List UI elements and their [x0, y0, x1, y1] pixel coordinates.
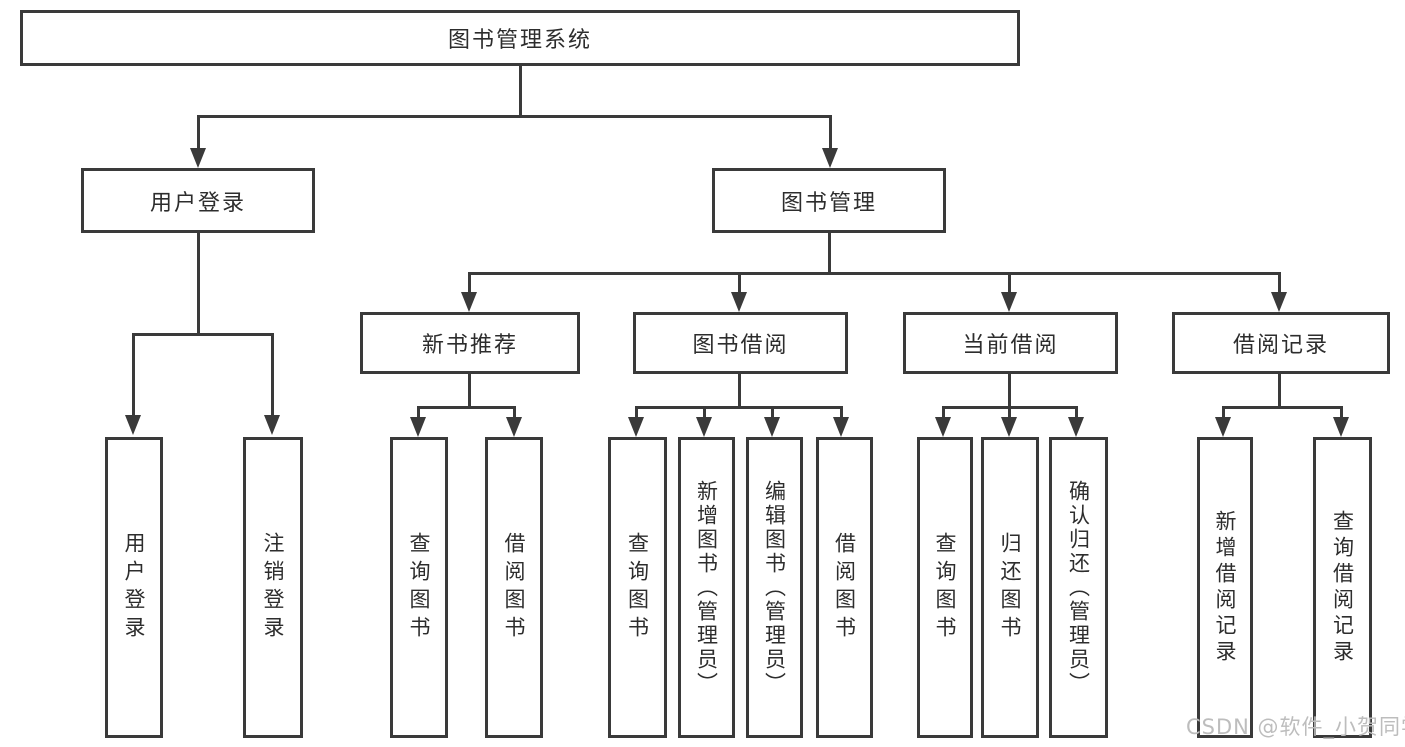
connector-bm-stem	[828, 233, 831, 275]
connector-bm-hline	[468, 272, 1281, 275]
leaf-return-books: 归还图书	[981, 437, 1039, 738]
arrow-to-current-borrow	[1001, 292, 1017, 312]
connector-g4-stem	[1278, 374, 1281, 409]
leaf-add-borrow-record: 新增借阅记录	[1197, 437, 1253, 738]
arrow-g4-add-record	[1215, 417, 1231, 437]
arrow-to-borrow-records	[1271, 292, 1287, 312]
node-current-borrow: 当前借阅	[903, 312, 1118, 374]
connector-g3-l2	[1008, 406, 1011, 419]
connector-g2-l3	[771, 406, 774, 419]
connector-g3-stem	[1008, 374, 1011, 409]
leaf-confirm-return-admin: 确认归还（管理员）	[1049, 437, 1108, 738]
connector-login-leaf1-stem	[132, 333, 135, 417]
connector-g4-l2	[1340, 406, 1343, 419]
connector-login-leaf2-stem	[271, 333, 274, 417]
arrow-g4-query-record	[1333, 417, 1349, 437]
node-new-book-recommend: 新书推荐	[360, 312, 580, 374]
arrow-to-logout-leaf	[264, 415, 280, 435]
connector-g3-l3	[1075, 406, 1078, 419]
connector-user-login-stem	[197, 115, 200, 150]
connector-current-stem	[1008, 272, 1011, 294]
arrow-to-user-login	[190, 148, 206, 168]
arrow-g2-borrow-books	[833, 417, 849, 437]
leaf-logout: 注销登录	[243, 437, 303, 738]
connector-g2-stem	[738, 374, 741, 409]
leaf-add-books-admin: 新增图书（管理员）	[678, 437, 735, 738]
leaf-borrow-books-recommend: 借阅图书	[485, 437, 543, 738]
leaf-query-borrow-record: 查询借阅记录	[1313, 437, 1372, 738]
connector-g1-stem	[468, 374, 471, 409]
connector-records-stem	[1278, 272, 1281, 294]
node-library-management-system: 图书管理系统	[20, 10, 1020, 66]
node-book-management: 图书管理	[712, 168, 946, 233]
node-borrow-records: 借阅记录	[1172, 312, 1390, 374]
connector-login-hline	[132, 333, 274, 336]
connector-root-hline	[197, 115, 832, 118]
leaf-query-books-current: 查询图书	[917, 437, 973, 738]
arrow-to-new-book-recommend	[461, 292, 477, 312]
leaf-query-books-recommend: 查询图书	[390, 437, 448, 738]
arrow-to-user-login-leaf	[125, 415, 141, 435]
connector-g1-l1	[417, 406, 420, 419]
connector-login-stem	[197, 233, 200, 336]
connector-g4-hline	[1222, 406, 1343, 409]
connector-g2-l2	[703, 406, 706, 419]
leaf-user-login: 用户登录	[105, 437, 163, 738]
arrow-g1-borrow-books	[506, 417, 522, 437]
connector-g4-l1	[1222, 406, 1225, 419]
leaf-edit-books-admin: 编辑图书（管理员）	[746, 437, 803, 738]
node-book-borrow: 图书借阅	[633, 312, 848, 374]
connector-g2-l4	[840, 406, 843, 419]
node-user-login: 用户登录	[81, 168, 315, 233]
arrow-g2-add-books	[696, 417, 712, 437]
connector-g2-hline	[635, 406, 843, 409]
arrow-to-book-borrow	[731, 292, 747, 312]
connector-g3-l1	[942, 406, 945, 419]
connector-g1-hline	[417, 406, 516, 409]
arrow-g1-query-books	[410, 417, 426, 437]
arrow-g3-confirm-return	[1068, 417, 1084, 437]
arrow-g2-edit-books	[764, 417, 780, 437]
csdn-watermark: CSDN @软件_小贺同学	[1186, 715, 1405, 739]
arrow-g3-query-books	[935, 417, 951, 437]
arrow-g3-return-books	[1001, 417, 1017, 437]
connector-book-management-stem	[829, 115, 832, 150]
connector-g2-l1	[635, 406, 638, 419]
connector-root-stem	[519, 66, 522, 117]
connector-borrow-stem	[738, 272, 741, 294]
leaf-query-books-borrow: 查询图书	[608, 437, 667, 738]
arrow-g2-query-books	[628, 417, 644, 437]
arrow-to-book-management	[822, 148, 838, 168]
leaf-borrow-books-borrow: 借阅图书	[816, 437, 873, 738]
connector-newbook-stem	[468, 272, 471, 294]
connector-g1-l2	[513, 406, 516, 419]
